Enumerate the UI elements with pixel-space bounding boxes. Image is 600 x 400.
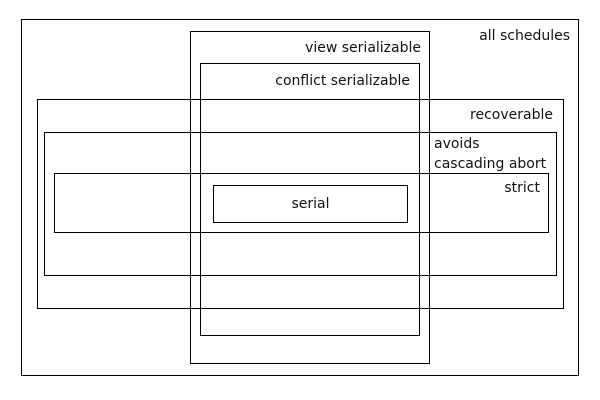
recoverable-label: recoverable bbox=[470, 107, 553, 123]
strict-region bbox=[54, 173, 549, 233]
serial-region bbox=[213, 185, 408, 223]
conflict-serializable-region bbox=[200, 63, 420, 336]
avoids-cascading-abort-label: avoids cascading abort bbox=[434, 134, 546, 174]
conflict-serializable-label: conflict serializable bbox=[275, 73, 410, 89]
view-serializable-label: view serializable bbox=[305, 40, 421, 56]
all-schedules-region bbox=[21, 19, 579, 376]
recoverable-region bbox=[37, 99, 564, 309]
avoids-cascading-abort-label-line2: cascading abort bbox=[434, 156, 547, 172]
strict-label: strict bbox=[504, 180, 540, 196]
view-serializable-region bbox=[190, 31, 430, 364]
avoids-cascading-abort-label-line1: avoids bbox=[434, 136, 480, 152]
avoids-cascading-abort-region bbox=[44, 132, 557, 276]
serial-label: serial bbox=[291, 196, 330, 212]
all-schedules-label: all schedules bbox=[479, 28, 570, 44]
